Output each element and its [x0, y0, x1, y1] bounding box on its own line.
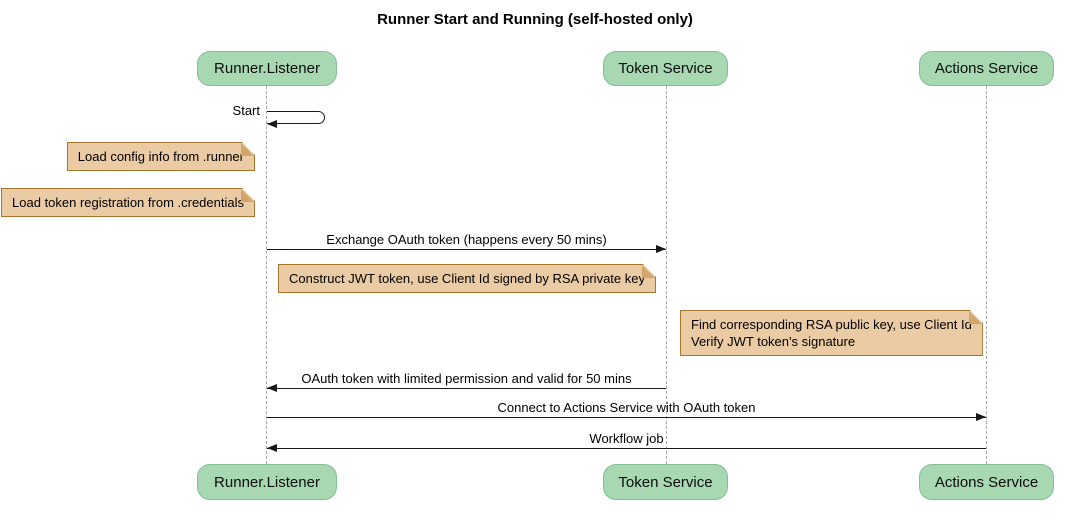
- participant-label: Actions Service: [934, 473, 1039, 491]
- note-fold-corner: [241, 143, 254, 156]
- note-text-line2: Verify JWT token's signature: [691, 334, 856, 349]
- message-oauth-return-label: OAuth token with limited permission and …: [301, 371, 632, 386]
- note-text: Construct JWT token, use Client Id signe…: [289, 271, 645, 286]
- note-text: Load token registration from .credential…: [12, 195, 244, 210]
- participant-actions-service-bottom: Actions Service: [919, 464, 1054, 500]
- participant-label: Runner.Listener: [214, 60, 320, 77]
- participant-label: Actions Service: [934, 60, 1039, 77]
- message-oauth-return-arrowhead: [267, 384, 277, 392]
- note-construct-jwt: Construct JWT token, use Client Id signe…: [278, 264, 656, 293]
- message-connect-actions-label: Connect to Actions Service with OAuth to…: [497, 400, 756, 415]
- participant-label: Token Service: [618, 473, 713, 491]
- message-connect-actions-line: [267, 417, 986, 418]
- note-load-token-registration: Load token registration from .credential…: [1, 188, 255, 217]
- message-oauth-return-line: [267, 388, 666, 389]
- self-message-loop-arrow: [267, 111, 325, 124]
- participant-label: Token Service: [618, 60, 713, 77]
- note-text: Load config info from .runner: [77, 149, 244, 164]
- message-workflow-job-line: [267, 448, 986, 449]
- self-message-arrowhead: [267, 120, 277, 128]
- note-text-line1: Find corresponding RSA public key, use C…: [691, 317, 972, 332]
- note-verify-jwt: Find corresponding RSA public key, use C…: [680, 310, 983, 356]
- participant-token-service-top: Token Service: [603, 51, 728, 86]
- note-load-config: Load config info from .runner: [67, 142, 255, 171]
- message-exchange-oauth-arrowhead: [656, 245, 666, 253]
- participant-actions-service-top: Actions Service: [919, 51, 1054, 86]
- lifeline-runner-listener: [266, 86, 267, 464]
- participant-token-service-bottom: Token Service: [603, 464, 728, 500]
- self-message-start-label: Start: [232, 103, 260, 118]
- message-workflow-job-arrowhead: [267, 444, 277, 452]
- diagram-title: Runner Start and Running (self-hosted on…: [377, 11, 693, 28]
- lifeline-token-service: [666, 86, 667, 464]
- note-fold-corner: [642, 265, 655, 278]
- note-fold-corner: [241, 189, 254, 202]
- participant-runner-listener-top: Runner.Listener: [197, 51, 337, 86]
- message-workflow-job-label: Workflow job: [589, 431, 664, 446]
- message-exchange-oauth-label: Exchange OAuth token (happens every 50 m…: [326, 232, 607, 247]
- note-fold-corner: [969, 311, 982, 324]
- participant-label: Runner.Listener: [214, 473, 320, 491]
- lifeline-actions-service: [986, 86, 987, 464]
- message-exchange-oauth-line: [267, 249, 666, 250]
- message-connect-actions-arrowhead: [976, 413, 986, 421]
- participant-runner-listener-bottom: Runner.Listener: [197, 464, 337, 500]
